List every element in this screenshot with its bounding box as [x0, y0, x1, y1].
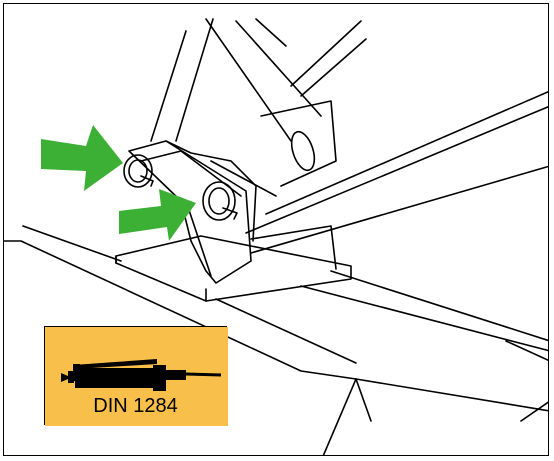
- pivot-pins: [123, 154, 238, 221]
- upper-struts: [150, 18, 367, 197]
- lubrication-badge: DIN 1284: [44, 326, 228, 426]
- arrow-right-icon: [119, 189, 196, 241]
- grease-point-arrows: [41, 125, 196, 241]
- base-plate: [115, 225, 352, 302]
- grease-gun-icon: [45, 327, 228, 426]
- illustration-frame: DIN 1284: [3, 3, 549, 456]
- hinge-pivot-drawing: [4, 18, 548, 455]
- standard-label: DIN 1284: [93, 395, 178, 417]
- arrow-right-icon: [41, 125, 123, 191]
- floor-lines: [4, 225, 548, 455]
- diagonal-beam: [245, 90, 548, 254]
